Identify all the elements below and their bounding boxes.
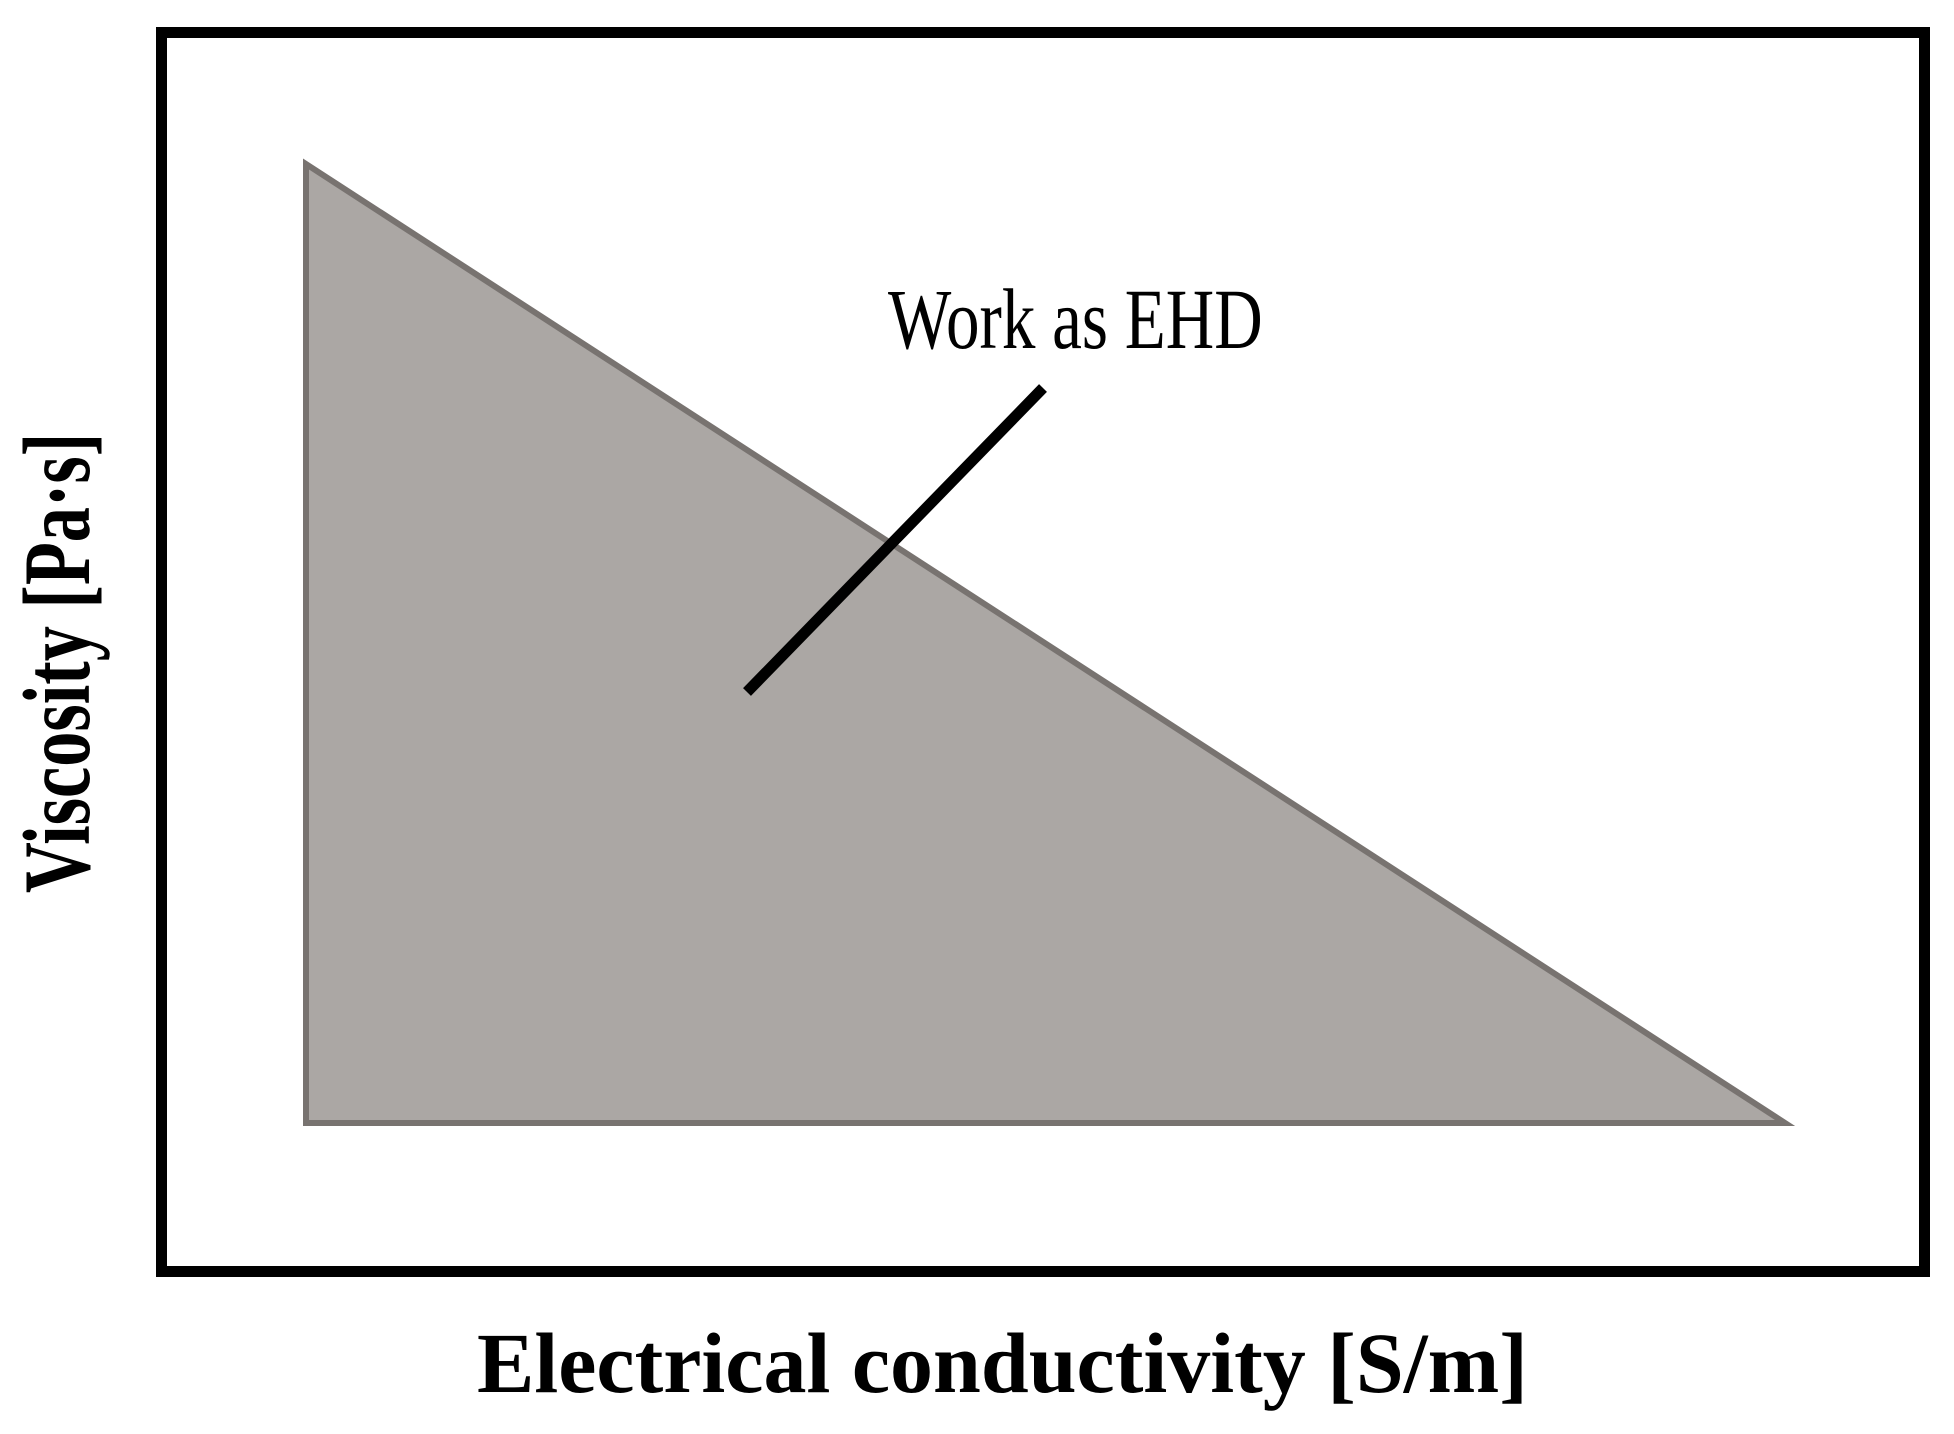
y-axis-label: Viscosity [Pa·s]	[4, 432, 110, 893]
ehd-region-triangle	[303, 158, 1796, 1126]
annotation-leader-line	[743, 384, 1047, 696]
x-axis-label: Electrical conductivity [S/m]	[477, 1315, 1528, 1411]
plot-frame	[156, 27, 1930, 1277]
annotation-label: Work as EHD	[888, 271, 1263, 367]
